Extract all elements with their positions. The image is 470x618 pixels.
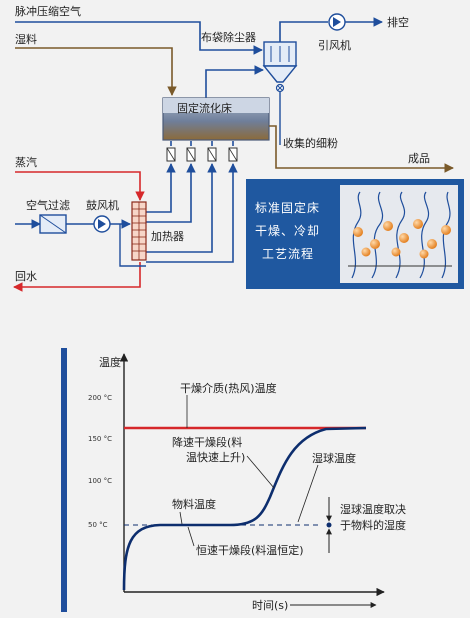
falling-rate-label-2: 温快速上升) xyxy=(186,451,245,464)
fluid-bed xyxy=(162,97,270,141)
air-supply-lines xyxy=(146,141,238,263)
tick-150: 150 °C xyxy=(88,435,112,443)
std-box-line-3: 工艺流程 xyxy=(262,246,314,261)
air-filter-icon xyxy=(39,214,67,234)
falling-rate-label-1: 降速干燥段(料 xyxy=(172,435,242,449)
falling-rate-leader xyxy=(246,455,275,489)
process-flow: 脉冲压缩空气 湿料 布袋除尘器 引风机 排空 xyxy=(13,4,464,292)
steam-label: 蒸汽 xyxy=(15,155,37,169)
fluid-bed-label: 固定流化床 xyxy=(177,101,232,115)
air-valves xyxy=(166,147,238,162)
standard-process-box: 标准固定床 干燥、冷却 工艺流程 xyxy=(246,179,464,289)
temperature-chart: 温度 时间(s) 200 °C 150 °C 100 °C 50 °C 干燥介质… xyxy=(61,348,406,612)
steam-line xyxy=(15,171,145,201)
bed-to-filter-line xyxy=(205,65,264,98)
return-water-line xyxy=(13,262,141,292)
material-temp-label: 物料温度 xyxy=(172,497,216,511)
tick-100: 100 °C xyxy=(88,477,112,485)
heater-icon xyxy=(131,201,147,261)
medium-temp-label: 干燥介质(热风)温度 xyxy=(180,381,277,395)
const-rate-leader xyxy=(187,526,195,547)
x-axis-title: 时间(s) xyxy=(252,599,288,612)
wet-material-line xyxy=(15,47,177,96)
bag-filter-label: 布袋除尘器 xyxy=(201,30,256,44)
blower-label: 鼓风机 xyxy=(86,198,119,212)
blower-icon xyxy=(93,215,111,233)
wet-bulb-leader xyxy=(297,464,319,523)
exhaust-line-1 xyxy=(279,21,328,42)
product-label: 成品 xyxy=(408,152,430,165)
exhaust-label: 排空 xyxy=(387,15,409,29)
std-box-line-2: 干燥、冷却 xyxy=(255,224,320,238)
const-rate-label: 恒速干燥段(料温恒定) xyxy=(196,543,304,557)
wet-material-label: 湿料 xyxy=(15,32,37,46)
bypass-line xyxy=(119,224,146,267)
induced-fan-icon xyxy=(328,13,346,31)
wet-bulb-label: 湿球温度 xyxy=(312,451,356,465)
pulse-air-label: 脉冲压缩空气 xyxy=(15,4,81,18)
return-water-label: 回水 xyxy=(15,270,37,283)
air-filter-label: 空气过滤 xyxy=(26,198,70,212)
left-accent-bar xyxy=(61,348,67,612)
heater-label: 加热器 xyxy=(151,230,184,243)
wet-bulb-note-1: 湿球温度取决 xyxy=(340,502,406,516)
y-axis-title: 温度 xyxy=(99,355,121,369)
wet-bulb-point xyxy=(326,522,332,528)
induced-fan-label: 引风机 xyxy=(318,38,351,52)
std-box-line-1: 标准固定床 xyxy=(255,200,320,215)
material-temp-curve xyxy=(122,426,367,591)
pulse-air-line xyxy=(15,21,263,55)
material-temp-leader xyxy=(179,511,183,525)
bag-filter xyxy=(262,41,298,93)
wet-bulb-note-2: 于物料的湿度 xyxy=(340,518,406,532)
fines-label: 收集的细粉 xyxy=(283,136,338,150)
tick-200: 200 °C xyxy=(88,394,112,402)
product-line xyxy=(269,125,454,173)
tick-50: 50 °C xyxy=(88,521,108,529)
